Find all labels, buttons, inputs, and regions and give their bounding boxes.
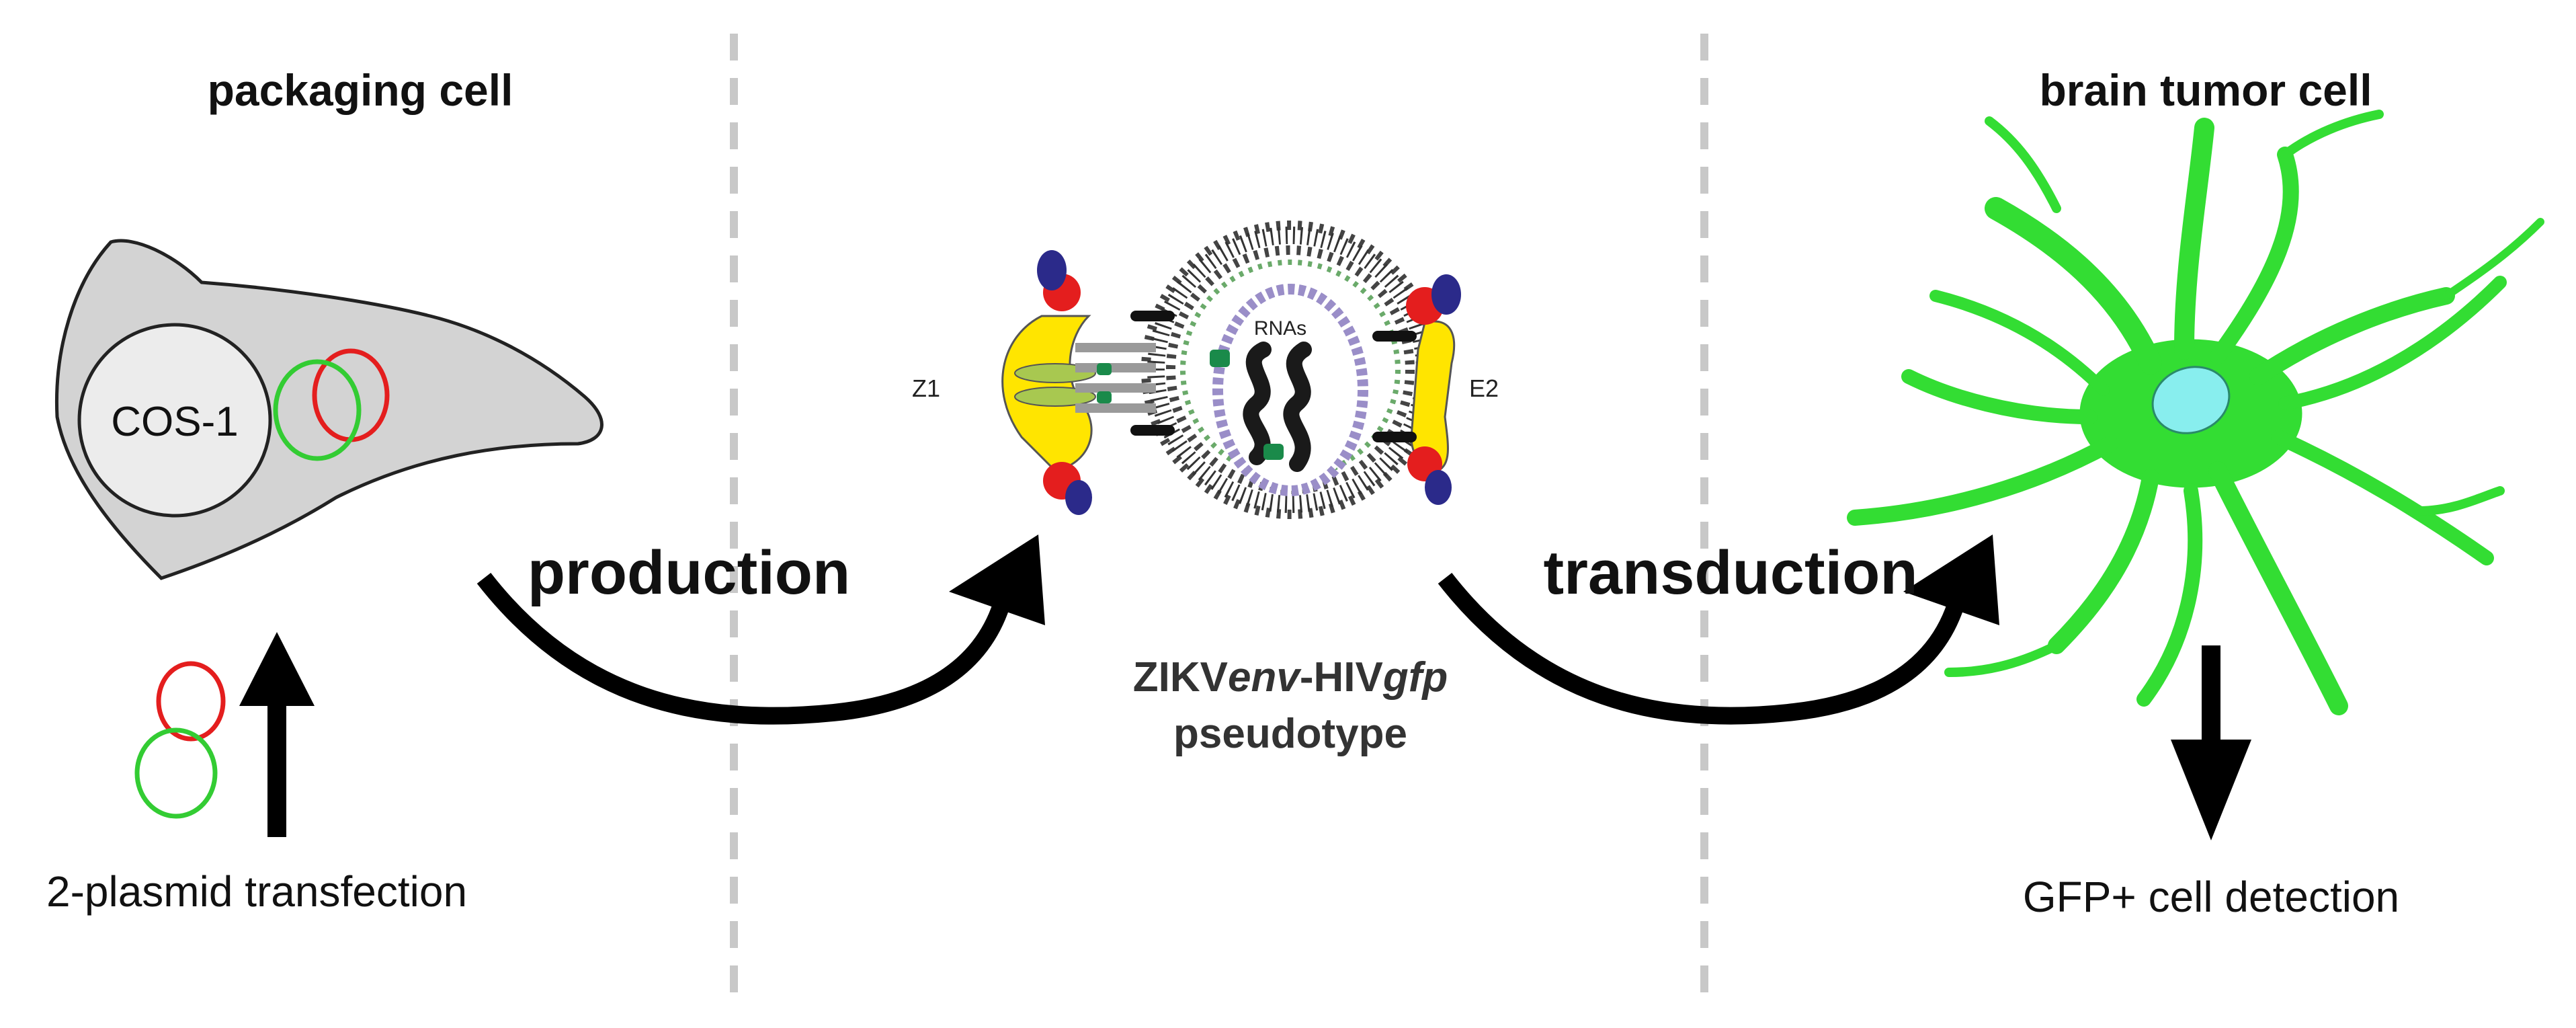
caption-gfp: gfp	[1382, 654, 1448, 701]
plasmid-green-in-cell	[273, 359, 362, 461]
virion: RNAs Z1	[912, 221, 1499, 519]
matrix-layer	[1180, 260, 1401, 480]
caption-zikv: ZIKV	[1133, 654, 1228, 701]
brain-tumor-cell-title: brain tumor cell	[2039, 65, 2372, 115]
z1-label: Z1	[912, 374, 940, 402]
detection-arrow	[2171, 645, 2251, 840]
plasmid-red	[156, 661, 226, 742]
envelope-protein-left	[1001, 250, 1175, 515]
pseudotype-caption-line2: pseudotype	[1173, 711, 1407, 757]
caption-hiv: -HIV	[1300, 654, 1383, 701]
production-arrow: production	[476, 535, 1045, 725]
plasmid-green	[134, 727, 218, 819]
tumor-nucleus	[2151, 366, 2231, 434]
lipid-bilayer-inner	[1166, 245, 1415, 494]
pseudotype-caption-line1: ZIKVenv-HIVgfp	[1133, 654, 1448, 701]
transfection-caption: 2-plasmid transfection	[46, 867, 467, 916]
detection-caption: GFP+ cell detection	[2023, 873, 2399, 921]
packaging-cell-title: packaging cell	[208, 65, 513, 115]
cos1-nucleus	[77, 323, 272, 518]
transduction-arrow: transduction	[1438, 535, 1999, 725]
caption-env: env	[1228, 654, 1302, 701]
e2-label: E2	[1469, 374, 1499, 402]
right-panel: brain tumor cell	[1847, 65, 2544, 921]
rna-strand-1	[1243, 342, 1272, 465]
rna-strand-2	[1283, 342, 1312, 472]
envelope-protein-right	[1372, 274, 1461, 505]
left-panel: packaging cell COS-1 2-plasmid transfect…	[46, 65, 604, 916]
transduction-label: transduction	[1543, 539, 1917, 607]
transfection-arrow	[239, 632, 315, 837]
production-label: production	[528, 539, 850, 607]
tumor-cell	[1847, 110, 2544, 715]
cos1-label: COS-1	[111, 399, 238, 445]
rnas-label: RNAs	[1254, 317, 1306, 340]
